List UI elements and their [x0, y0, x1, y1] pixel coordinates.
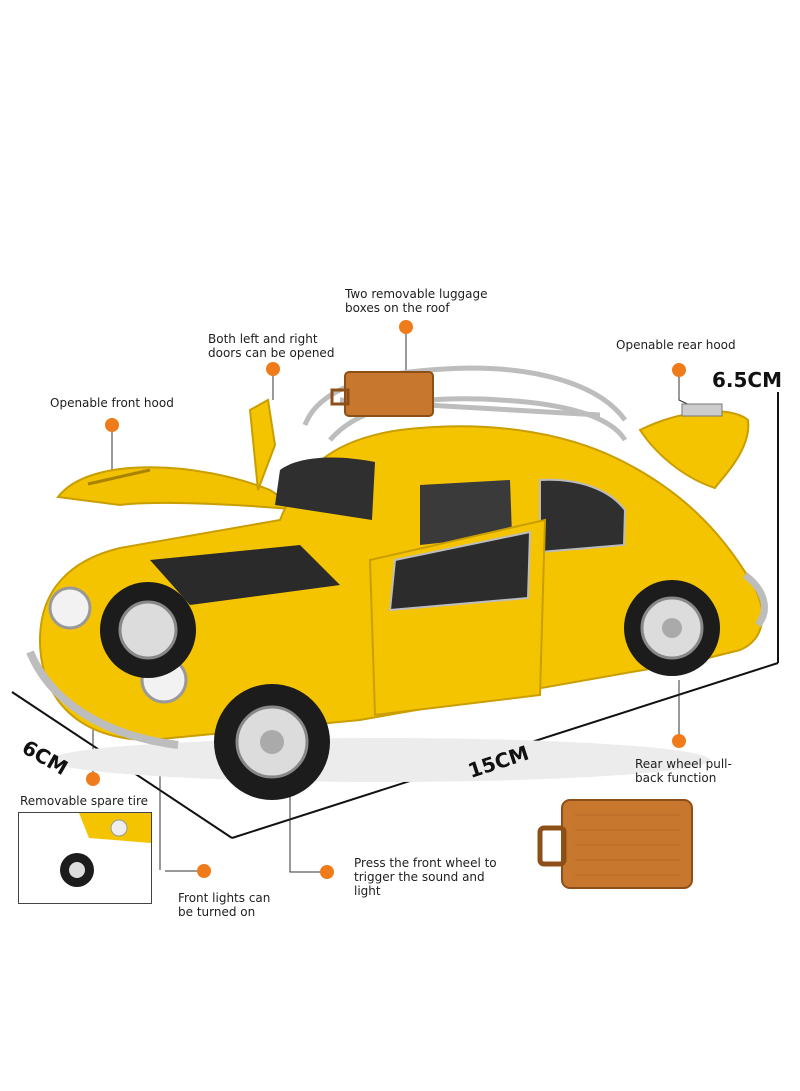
front-wheel-label: Press the front wheel to trigger the sou…: [354, 856, 497, 898]
height-dimension: 6.5CM: [712, 368, 783, 392]
luggage-box: [537, 799, 693, 889]
roof-luggage: [330, 371, 434, 417]
leader-lines: [92, 330, 701, 873]
front-lights-label: Front lights can be turned on: [178, 891, 271, 919]
rear-hood-marker: [672, 363, 686, 377]
spare-wheel-engine: [100, 582, 196, 678]
luggage-label: Two removable luggage boxes on the roof: [345, 287, 488, 315]
spare-tire-label: Removable spare tire: [20, 794, 148, 808]
doors-marker: [266, 362, 280, 376]
front-wheel: [214, 684, 330, 800]
spare-tire-icon: [60, 813, 151, 887]
doors-label: Both left and right doors can be opened: [208, 332, 335, 360]
rear-hood-label: Openable rear hood: [616, 338, 736, 352]
luggage-marker: [399, 320, 413, 334]
rear-wheel-marker: [672, 734, 686, 748]
front-hood-marker: [105, 418, 119, 432]
front-hood-label: Openable front hood: [50, 396, 174, 410]
rear-wheel-label: Rear wheel pull- back function: [635, 757, 732, 785]
spare-tire-inset: [18, 812, 152, 904]
spare-tire-marker: [86, 772, 100, 786]
front-lights-marker: [197, 864, 211, 878]
front-wheel-marker: [320, 865, 334, 879]
rear-wheel: [624, 580, 720, 676]
